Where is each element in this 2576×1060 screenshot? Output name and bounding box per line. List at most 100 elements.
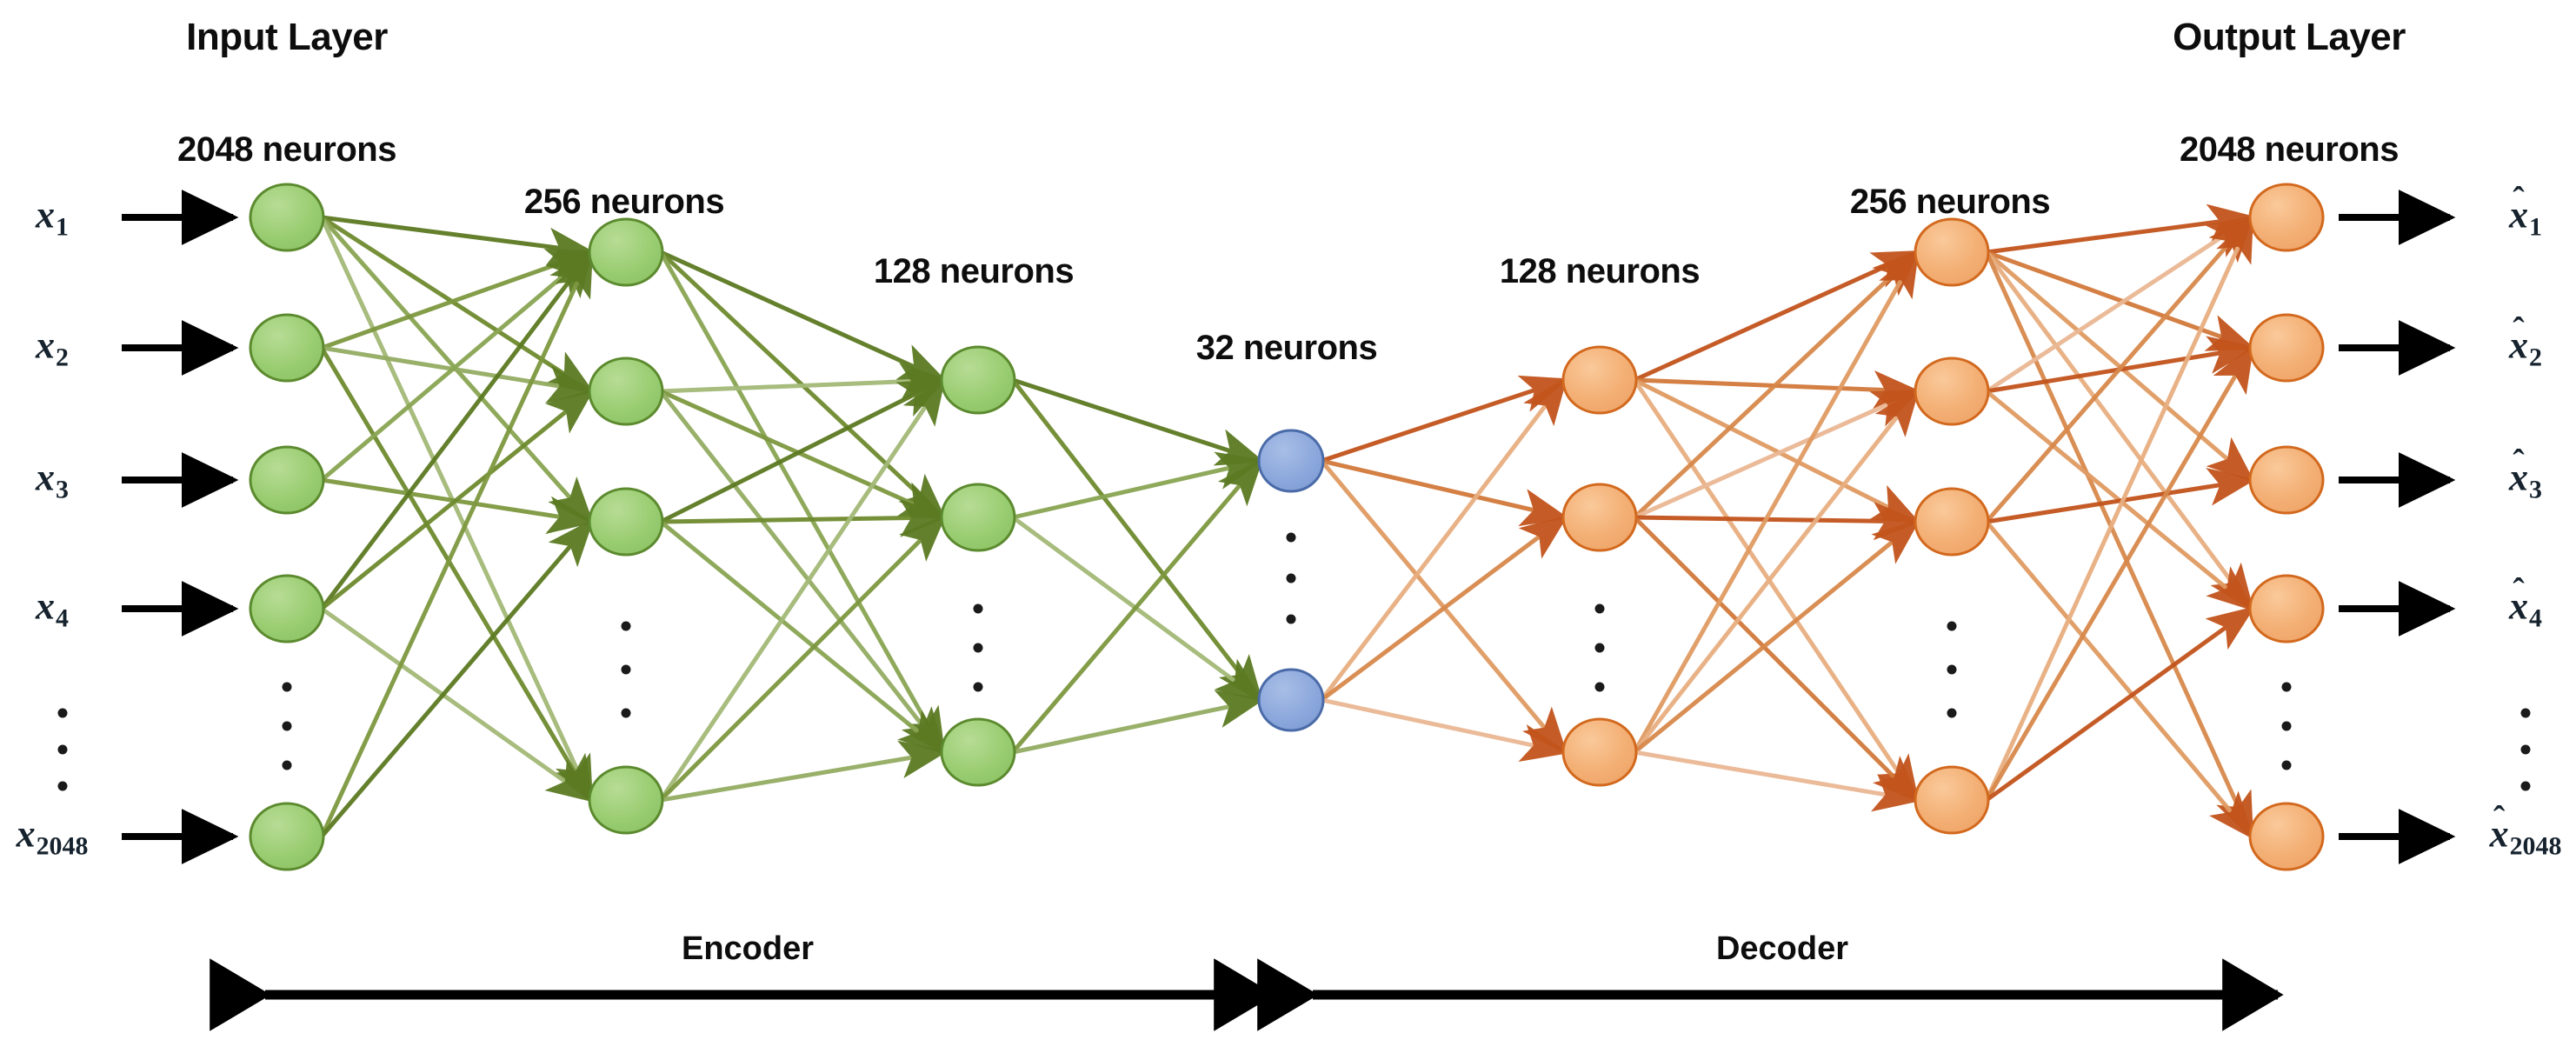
ellipsis-dot-dec256-1 [1947,621,1957,631]
edge-dec128-dec256 [1632,388,1920,755]
edge-dec256-output [1984,519,2255,840]
input-label-5: x2048 [16,812,89,861]
neuron-output-5 [2248,802,2325,871]
neuron-bottleneck-2 [1257,668,1325,732]
decoder-label: Decoder [1715,930,1849,967]
neuron-dec256-3 [1914,487,1990,557]
output-layer-header: Output Layer [2173,16,2406,58]
neuron-enc256-4 [588,765,664,835]
ellipsis-dot-dec128-3 [1594,682,1605,692]
edge-input-enc256 [319,518,595,839]
neuron-input-3 [249,445,325,515]
edge-input-enc256 [319,249,595,611]
neuron-dec128-2 [1561,483,1638,552]
ellipsis-dot-dec128-1 [1594,603,1605,614]
input-label-4: x4 [36,584,69,633]
layer-neuron-count-output: 2048 neurons [2180,130,2399,169]
ellipsis-dot-enc128-2 [973,643,983,653]
ellipsis-dot-enc256-2 [621,664,631,675]
edge-bottleneck-dec128 [1319,515,1568,703]
ellipsis-dot-bottleneck-2 [1286,573,1296,583]
ellipsis-dot-input-1 [282,682,292,692]
input-label-ellipsis-1 [57,708,68,718]
edge-dec128-dec256 [1632,515,1920,803]
output-label-ellipsis-1 [2520,708,2531,718]
neuron-output-3 [2248,445,2325,515]
edge-dec128-dec256 [1632,377,1920,804]
neuron-enc128-3 [940,717,1016,787]
edge-enc256-enc128 [658,377,948,524]
edge-bottleneck-dec128 [1319,377,1568,703]
edge-dec256-output [1984,250,2254,613]
edge-enc256-enc128 [658,363,948,401]
input-layer-header: Input Layer [186,16,388,58]
edge-dec256-output [1984,343,2254,803]
neuron-enc256-2 [588,357,664,426]
ellipsis-dot-enc128-3 [973,682,983,692]
ellipsis-dot-dec256-2 [1947,664,1957,675]
edge-enc128-bottleneck [1010,377,1265,466]
output-label-1: ̂x1 [2509,193,2542,242]
ellipsis-dot-enc256-3 [621,708,631,718]
neuron-output-4 [2248,574,2325,643]
layer-neuron-count-bottleneck: 32 neurons [1195,329,1378,367]
input-label-2: x2 [36,323,69,372]
edge-enc128-bottleneck [1010,377,1264,703]
input-label-1: x1 [36,193,69,242]
edge-input-enc256 [319,345,596,403]
edge-enc256-enc128 [658,389,947,756]
edge-dec128-dec256 [1632,250,1921,383]
neuron-enc128-1 [940,345,1016,415]
edge-dec256-output [1984,250,2255,483]
edge-input-enc256 [319,345,594,804]
neuron-dec128-3 [1561,717,1638,787]
neuron-enc128-2 [940,483,1016,552]
layer-neuron-count-enc128: 128 neurons [873,252,1075,290]
neuron-dec256-1 [1914,217,1990,287]
edge-enc256-enc128 [658,514,947,803]
layer-neuron-count-dec256: 256 neurons [1849,183,2051,221]
edge-input-enc256 [319,606,596,803]
io-arrows [122,190,2456,864]
ellipsis-dot-input-3 [282,760,292,770]
input-label-ellipsis-2 [57,744,68,755]
edge-bottleneck-dec128 [1319,697,1569,763]
edge-dec256-output [1984,468,2256,524]
neuron-input-4 [249,574,325,643]
output-label-5: ̂x2048 [2489,812,2562,861]
edge-dec128-dec256 [1632,389,1921,520]
edge-dec256-output [1984,215,2256,394]
edge-enc256-enc128 [658,250,946,757]
edge-enc128-bottleneck [1010,451,1265,520]
neuron-enc256-1 [588,217,664,287]
neuron-input-1 [249,183,325,252]
edge-input-enc256 [319,388,595,611]
ellipsis-dot-dec256-3 [1947,708,1957,718]
ellipsis-dot-dec128-2 [1594,643,1605,653]
input-label-ellipsis-3 [57,781,68,791]
edge-enc256-enc128 [658,250,948,383]
input-label-3: x3 [36,456,69,504]
ellipsis-dot-enc256-1 [621,621,631,631]
neuron-output-1 [2248,183,2325,252]
edge-enc256-enc128 [658,389,948,520]
edge-enc128-bottleneck [1010,690,1265,755]
edge-input-enc256 [319,248,594,839]
output-label-ellipsis-2 [2520,744,2531,755]
edge-dec256-output [1984,250,2256,351]
edge-input-enc256 [319,215,596,266]
neuron-nodes [249,183,2325,871]
neuron-enc256-3 [588,487,664,557]
ellipsis-dot-input-2 [282,721,292,731]
neuron-input-2 [249,313,325,383]
neuron-dec256-2 [1914,357,1990,426]
edge-enc128-bottleneck [1010,457,1264,755]
layer-neuron-count-input: 2048 neurons [177,130,396,169]
edge-dec256-output [1984,250,2254,841]
layer-neuron-count-enc256: 256 neurons [523,183,725,221]
neuron-bottleneck-1 [1257,429,1325,493]
edge-dec128-dec256 [1632,248,1920,755]
edge-enc256-enc128 [658,376,946,803]
